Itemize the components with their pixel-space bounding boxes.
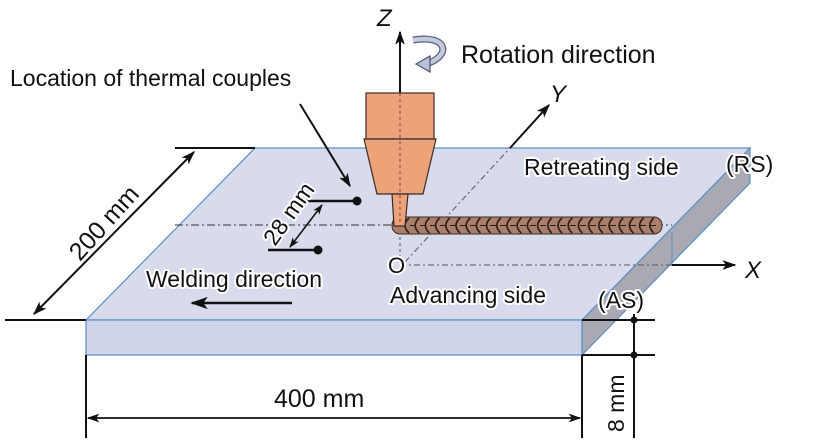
weld-ripple bbox=[496, 217, 502, 234]
fsw-tool bbox=[363, 92, 437, 227]
width-dimension-arrow bbox=[33, 151, 195, 315]
weld-bead bbox=[391, 216, 663, 235]
weld-ripple bbox=[577, 217, 583, 234]
weld-ripple bbox=[465, 217, 471, 234]
weld-ripple bbox=[567, 217, 573, 234]
plate-front-face bbox=[85, 319, 583, 356]
advancing-side-abbr: (AS) bbox=[598, 287, 644, 313]
x-axis-label: X bbox=[744, 257, 762, 284]
z-axis-label: Z bbox=[376, 5, 393, 32]
weld-ripple bbox=[536, 217, 543, 234]
weld-ripple bbox=[506, 217, 512, 234]
thermocouple-leader bbox=[299, 103, 351, 188]
origin-label: O bbox=[388, 253, 405, 278]
weld-ripple bbox=[516, 217, 522, 234]
retreating-side-label: Retreating side bbox=[524, 154, 679, 180]
weld-ripple bbox=[598, 217, 604, 234]
weld-ripple bbox=[475, 217, 481, 234]
y-axis-arrow bbox=[509, 103, 550, 149]
weld-ripple bbox=[485, 217, 492, 234]
weld-ripple bbox=[638, 217, 645, 234]
weld-ripple bbox=[526, 217, 532, 234]
spacing-dimension-arrow bbox=[289, 204, 323, 248]
length-dimension-label: 400 mm bbox=[274, 385, 364, 413]
thickness-tick-top bbox=[630, 316, 638, 324]
y-axis-guide bbox=[404, 147, 511, 263]
retreating-side-abbr: (RS) bbox=[726, 151, 773, 177]
thermocouple-1-point bbox=[352, 196, 362, 206]
weld-ripple bbox=[547, 217, 553, 234]
rotation-arrow-icon bbox=[412, 35, 447, 74]
thermocouple-2-point bbox=[313, 245, 323, 255]
thermocouple-label: Location of thermal couples bbox=[10, 65, 291, 91]
thickness-dimension-label: 8 mm bbox=[603, 375, 629, 433]
weld-ripple bbox=[628, 217, 634, 234]
welding-direction-label: Welding direction bbox=[146, 266, 322, 292]
width-dimension-label: 200 mm bbox=[64, 180, 145, 266]
weld-ripple bbox=[608, 217, 614, 234]
weld-ripple bbox=[557, 217, 563, 234]
thickness-tick-bottom bbox=[630, 351, 638, 359]
advancing-side-label: Advancing side bbox=[390, 282, 546, 308]
weld-ripple bbox=[649, 217, 655, 234]
weld-ripple bbox=[618, 217, 624, 234]
plate-side-face bbox=[581, 146, 751, 357]
y-axis-label: Y bbox=[550, 81, 568, 108]
rotation-direction-label: Rotation direction bbox=[461, 41, 656, 69]
weld-ripple bbox=[587, 217, 594, 234]
